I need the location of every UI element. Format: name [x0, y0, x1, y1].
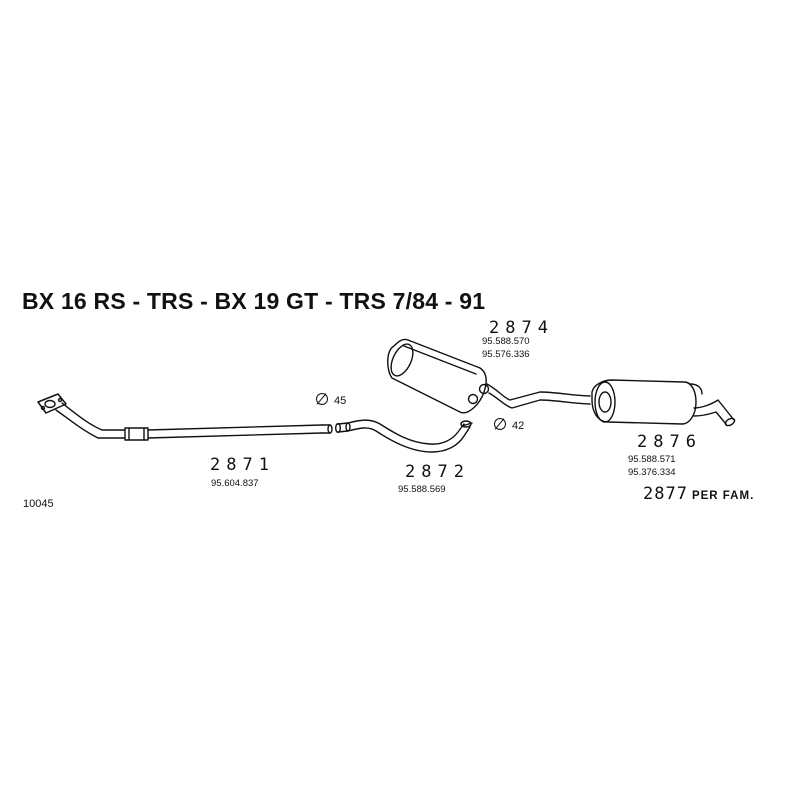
diameter-42-value: 42 [512, 420, 525, 432]
diagram-code: 10045 [23, 498, 54, 510]
part-ref-2872: 95.588.569 [398, 484, 446, 495]
part-number-2876: 2876 [637, 432, 702, 452]
part-ref-2874-a: 95.588.570 [482, 336, 530, 347]
intermediate-pipe-2872 [335, 419, 473, 453]
part-ref-2871: 95.604.837 [211, 478, 259, 489]
part-ref-2874-b: 95.576.336 [482, 349, 530, 360]
diameter-45-value: 45 [334, 395, 347, 407]
part-ref-2876-a: 95.588.571 [628, 454, 676, 465]
family-note-number: 2877 [643, 484, 688, 504]
part-ref-2876-b: 95.376.334 [628, 467, 676, 478]
family-note-text: PER FAM. [691, 490, 755, 502]
rear-silencer-2876 [591, 379, 736, 427]
diameter-45-label: 45 [316, 393, 346, 407]
diagram-title: BX 16 RS - TRS - BX 19 GT - TRS 7/84 - 9… [22, 288, 486, 314]
part-number-2872: 2872 [405, 462, 470, 482]
diameter-symbol-icon [494, 418, 506, 430]
part-number-2874: 2874 [489, 318, 554, 338]
diameter-42-label: 42 [494, 418, 524, 432]
diameter-symbol-icon [316, 393, 328, 405]
front-silencer-2874 [387, 338, 591, 414]
part-number-2871: 2871 [210, 455, 275, 475]
front-pipe-2871 [37, 393, 333, 441]
